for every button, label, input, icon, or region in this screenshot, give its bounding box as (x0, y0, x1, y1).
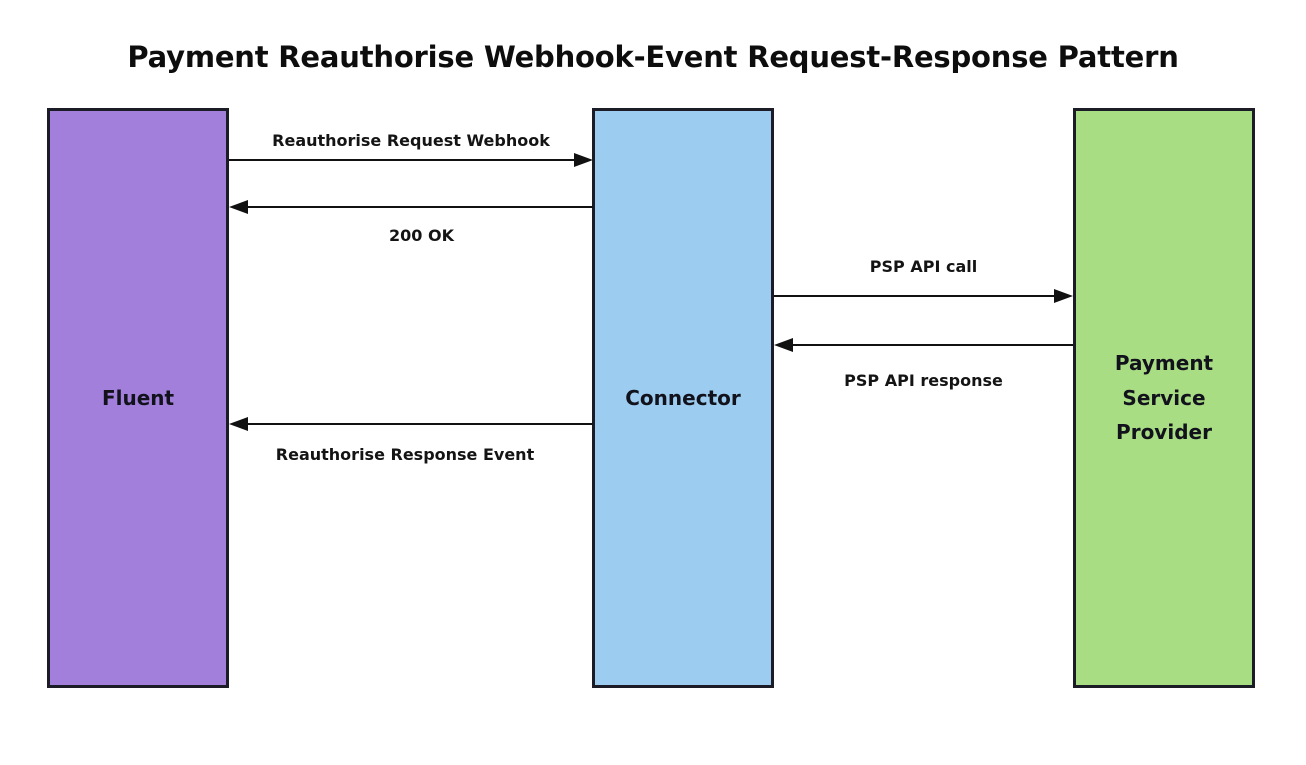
lane-payment-service-provider-label: Payment Service Provider (1114, 351, 1214, 445)
lane-connector-label: Connector (625, 385, 741, 410)
lane-payment-service-provider[interactable]: Payment Service Provider (1073, 108, 1255, 688)
message-label-200-ok: 200 OK (389, 226, 454, 245)
lane-fluent[interactable]: Fluent (47, 108, 229, 688)
message-label-reauthorise-request-webhook: Reauthorise Request Webhook (272, 131, 550, 150)
message-label-psp-api-response: PSP API response (844, 371, 1003, 390)
lane-connector[interactable]: Connector (592, 108, 774, 688)
page-title: Payment Reauthorise Webhook-Event Reques… (127, 40, 1179, 74)
lane-fluent-label: Fluent (101, 385, 175, 410)
message-label-reauthorise-response-event: Reauthorise Response Event (275, 445, 535, 464)
message-label-psp-api-call: PSP API call (869, 257, 978, 276)
